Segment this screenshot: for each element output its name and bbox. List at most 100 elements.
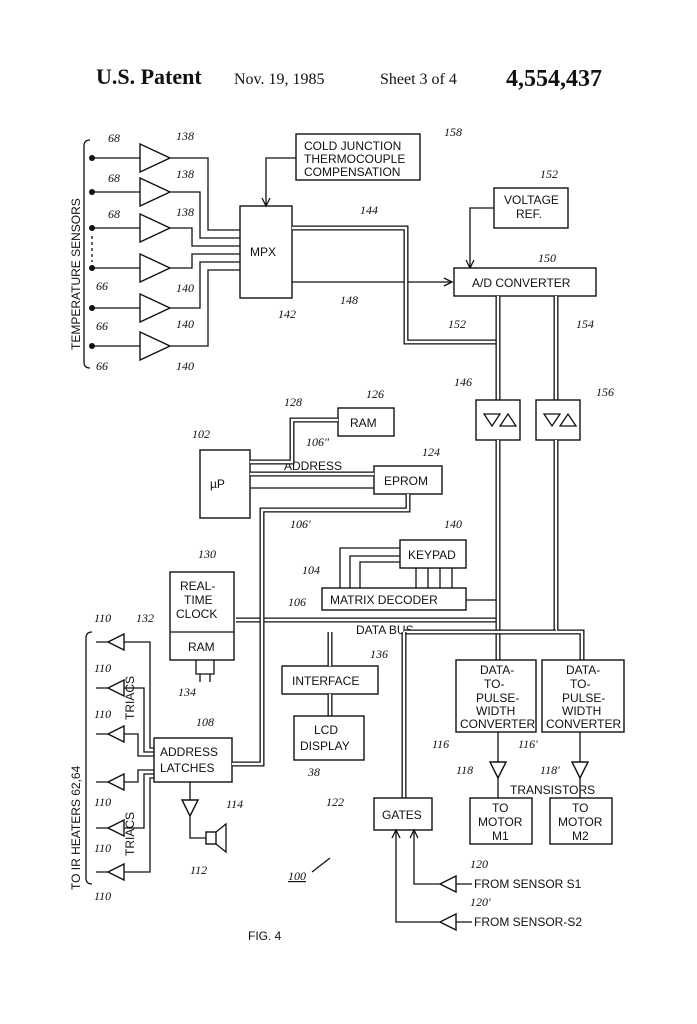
dtp2-l1: DATA- xyxy=(566,663,600,677)
triacs-label-2: TRIACS xyxy=(123,812,137,856)
ref-116: 116 xyxy=(432,737,449,751)
dtp1-l5: CONVERTER xyxy=(460,717,535,731)
ref-152b: 152 xyxy=(448,317,466,331)
figure-label: FIG. 4 xyxy=(248,929,282,943)
patent-number: 4,554,437 xyxy=(506,66,602,92)
voltage-ref-l1: VOLTAGE xyxy=(504,193,559,207)
lcd-block xyxy=(293,715,365,761)
cold-junction-l3: COMPENSATION xyxy=(304,165,400,179)
ref-138b: 138 xyxy=(176,167,194,181)
motor1-l3: M1 xyxy=(492,829,509,843)
rtc-l1: REAL- xyxy=(180,579,215,593)
ref-148: 148 xyxy=(340,293,358,307)
transistor-118 xyxy=(488,761,508,780)
sheet-number: Sheet 3 of 4 xyxy=(380,71,457,88)
ref-158: 158 xyxy=(444,125,462,139)
rtc-block xyxy=(169,571,235,661)
dtp-converter-1 xyxy=(455,659,537,733)
ref-106pp: 106" xyxy=(306,435,330,449)
ref-138c: 138 xyxy=(176,205,194,219)
motor2-block xyxy=(549,797,613,845)
adc-label: A/D CONVERTER xyxy=(472,276,571,290)
ref-152a: 152 xyxy=(540,167,558,181)
latches-l1: ADDRESS xyxy=(160,745,218,759)
ref-110e: 110 xyxy=(94,841,111,855)
ref-154: 154 xyxy=(576,317,594,331)
ref-122: 122 xyxy=(326,795,344,809)
triacs-label-1: TRIACS xyxy=(123,676,137,720)
buzzer-driver xyxy=(180,799,200,818)
ref-140a: 140 xyxy=(176,281,194,295)
cold-junction-l1: COLD JUNCTION xyxy=(304,139,401,153)
cold-junction-block xyxy=(295,133,421,181)
cold-junction-to-mpx xyxy=(265,157,296,206)
ref-68b: 68 xyxy=(108,171,120,185)
eprom-label: EPROM xyxy=(384,474,428,488)
interface-label: INTERFACE xyxy=(292,674,359,688)
ref-142: 142 xyxy=(278,307,296,321)
mpx-block xyxy=(239,205,293,299)
ref-108: 108 xyxy=(196,715,214,729)
ref-140b: 140 xyxy=(176,317,194,331)
dtp1-l1: DATA- xyxy=(480,663,514,677)
ram-top-label: RAM xyxy=(350,416,377,430)
from-sensor-s1: FROM SENSOR S1 xyxy=(474,877,582,891)
ref-126: 126 xyxy=(366,387,384,401)
ref-66b: 66 xyxy=(96,319,108,333)
motor1-l1: TO xyxy=(492,801,508,815)
transistor-118p xyxy=(570,761,590,780)
patent-title: U.S. Patent xyxy=(96,64,202,89)
ref-114: 114 xyxy=(226,797,243,811)
heater-bracket xyxy=(85,631,93,885)
rtc-l2: TIME xyxy=(184,593,213,607)
ref-38: 38 xyxy=(307,765,320,779)
matrix-decoder-block xyxy=(321,587,467,611)
keypad-lines xyxy=(339,547,453,588)
motor2-l3: M2 xyxy=(572,829,589,843)
address-latches-block xyxy=(153,737,233,783)
ref-106: 106 xyxy=(288,595,306,609)
dtp2-l3: PULSE- xyxy=(562,691,605,705)
keypad-block xyxy=(399,539,467,569)
ref-66c: 66 xyxy=(96,359,108,373)
bus-to-latches xyxy=(232,612,265,767)
ref-120: 120 xyxy=(470,857,488,871)
adc-block xyxy=(453,267,597,297)
ref-68c: 68 xyxy=(108,207,120,221)
ref-118p: 118' xyxy=(540,763,560,777)
sensor-amplifiers xyxy=(89,142,240,362)
ref-110c: 110 xyxy=(94,707,111,721)
ref-120p: 120' xyxy=(470,895,491,909)
ref-106p: 106' xyxy=(290,517,311,531)
ref-130: 130 xyxy=(198,547,216,561)
gates-block xyxy=(373,797,433,831)
temp-sensors-label: TEMPERATURE SENSORS xyxy=(69,198,83,350)
rtc-l3: CLOCK xyxy=(176,607,217,621)
motor1-l2: MOTOR xyxy=(478,815,523,829)
ref-124: 124 xyxy=(422,445,440,459)
ref-140c: 140 xyxy=(176,359,194,373)
rtc-ram-label: RAM xyxy=(188,640,215,654)
latches-l2: LATCHES xyxy=(160,761,214,775)
data-bus-label: DATA BUS xyxy=(356,623,414,637)
ref-128: 128 xyxy=(284,395,302,409)
sensor-s2-buffer xyxy=(438,912,457,932)
ref-146: 146 xyxy=(454,375,472,389)
dtp1-l2: TO- xyxy=(484,677,504,691)
ref-110d: 110 xyxy=(94,795,111,809)
ref-68a: 68 xyxy=(108,131,120,145)
ref-132: 132 xyxy=(136,611,154,625)
ref-110b: 110 xyxy=(94,661,111,675)
from-sensor-s2: FROM SENSOR-S2 xyxy=(474,915,582,929)
ram-top-block xyxy=(337,407,395,437)
ref-100: 100 xyxy=(288,869,306,883)
ref-102: 102 xyxy=(192,427,210,441)
dtp1-l4: WIDTH xyxy=(476,704,515,718)
buffer-156 xyxy=(535,399,581,441)
ref-118: 118 xyxy=(456,763,473,777)
ref-150: 150 xyxy=(538,251,556,265)
vref-to-adc xyxy=(469,207,494,268)
motor1-block xyxy=(469,797,533,845)
sensor-s1-buffer xyxy=(438,874,457,894)
dtp2-l4: WIDTH xyxy=(562,704,601,718)
